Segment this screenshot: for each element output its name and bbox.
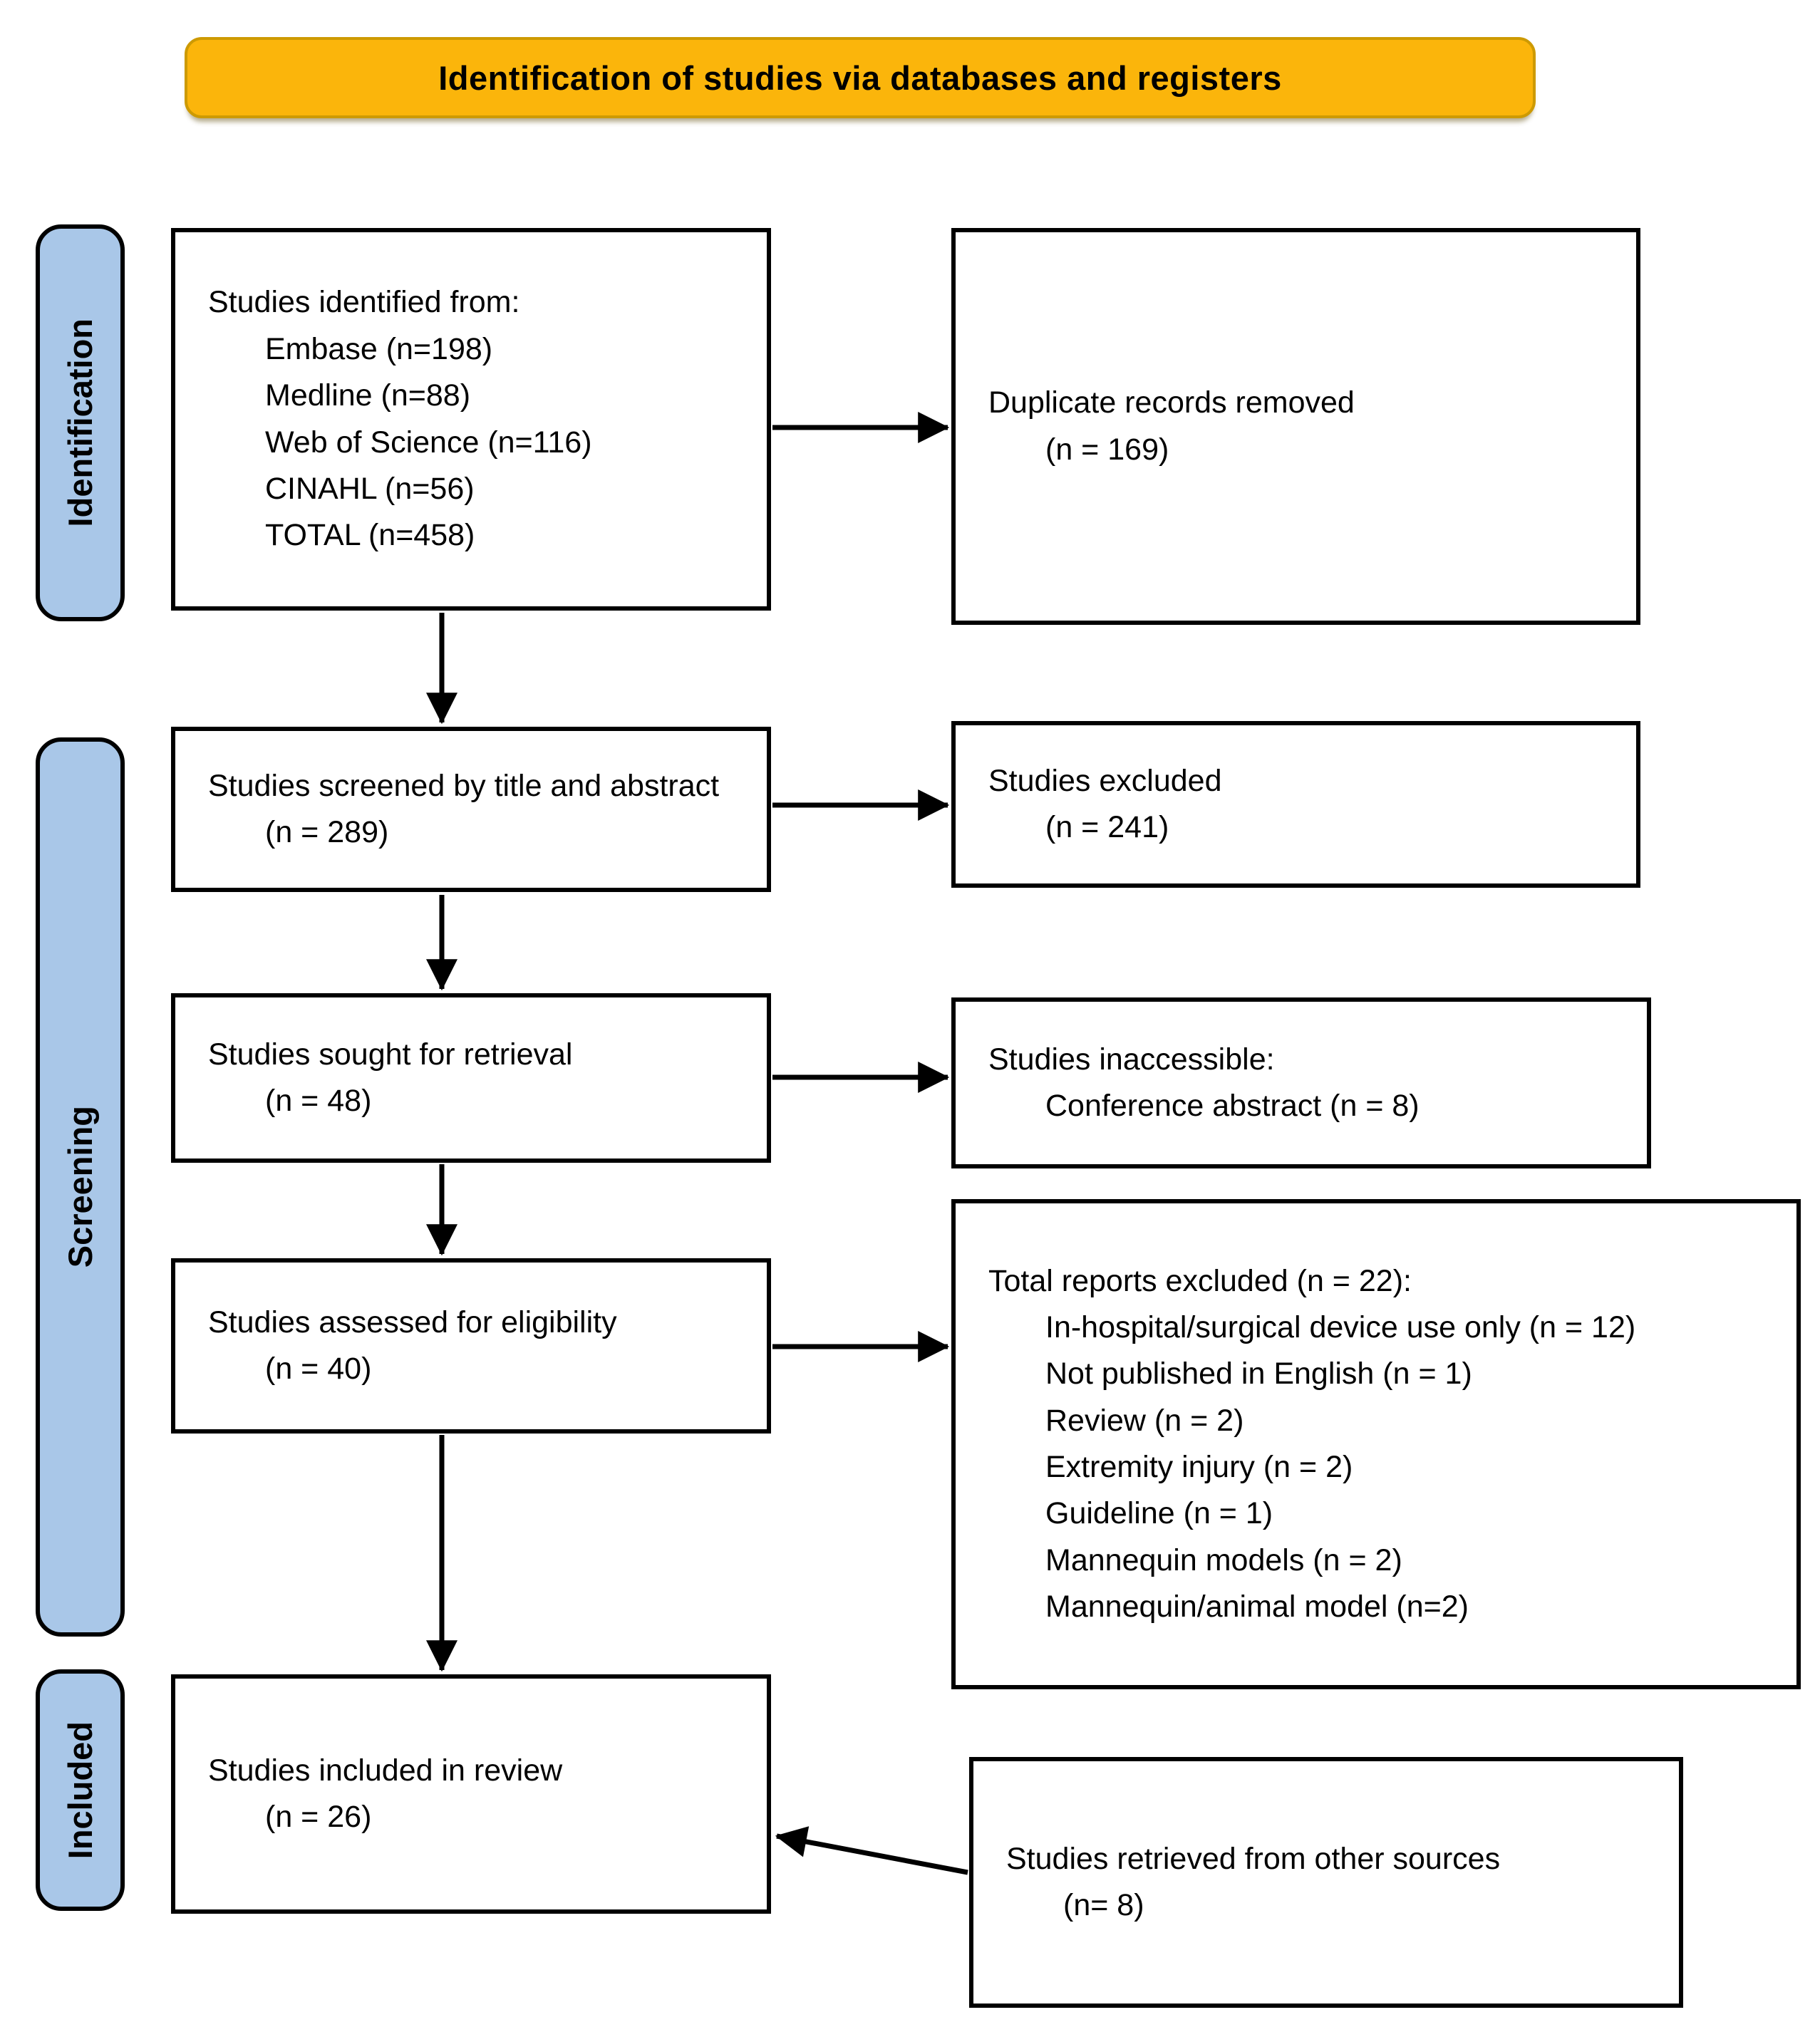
box-item: Review (n = 2) — [1045, 1403, 1244, 1438]
box-duplicates-removed: Duplicate records removed (n = 169) — [951, 228, 1640, 625]
box-studies-sought: Studies sought for retrieval (n = 48) — [171, 993, 771, 1163]
box-content: Studies excluded (n = 241) — [956, 758, 1636, 851]
box-content: Studies included in review (n = 26) — [175, 1748, 767, 1841]
box-studies-identified: Studies identified from: Embase (n=198) … — [171, 228, 771, 611]
box-content: Studies inaccessible: Conference abstrac… — [956, 1037, 1647, 1130]
box-title: Studies retrieved from other sources — [1006, 1841, 1501, 1876]
box-studies-excluded: Studies excluded (n = 241) — [951, 721, 1640, 888]
box-other-sources: Studies retrieved from other sources (n=… — [969, 1757, 1683, 2008]
box-title: Studies included in review — [208, 1753, 563, 1788]
box-content: Studies assessed for eligibility (n = 40… — [175, 1300, 767, 1393]
box-item: (n= 8) — [1063, 1888, 1144, 1922]
box-studies-screened: Studies screened by title and abstract (… — [171, 727, 771, 892]
box-item: In-hospital/surgical device use only (n … — [1045, 1310, 1636, 1344]
arrow-other-sources-to-included — [775, 1826, 968, 1875]
box-studies-included: Studies included in review (n = 26) — [171, 1674, 771, 1914]
box-reports-excluded: Total reports excluded (n = 22): In-hosp… — [951, 1199, 1801, 1689]
box-content: Studies sought for retrieval (n = 48) — [175, 1032, 767, 1125]
box-content: Studies identified from: Embase (n=198) … — [175, 279, 767, 559]
banner-title: Identification of studies via databases … — [438, 58, 1282, 97]
box-item: (n = 289) — [265, 815, 389, 849]
box-title: Total reports excluded (n = 22): — [988, 1263, 1412, 1298]
box-studies-assessed: Studies assessed for eligibility (n = 40… — [171, 1258, 771, 1434]
stage-label-text: Identification — [61, 318, 99, 527]
stage-label-screening: Screening — [36, 737, 125, 1637]
stage-label-text: Screening — [61, 1106, 99, 1268]
box-item: (n = 169) — [1045, 432, 1169, 467]
stage-label-identification: Identification — [36, 224, 125, 621]
box-item: Web of Science (n=116) — [265, 425, 592, 460]
stage-label-text: Included — [61, 1721, 99, 1860]
box-item: Mannequin models (n = 2) — [1045, 1543, 1402, 1577]
box-item: Guideline (n = 1) — [1045, 1496, 1273, 1531]
box-title: Studies inaccessible: — [988, 1042, 1275, 1077]
box-title: Studies sought for retrieval — [208, 1037, 573, 1072]
box-title: Duplicate records removed — [988, 385, 1355, 420]
box-item: Embase (n=198) — [265, 331, 493, 366]
box-title: Studies excluded — [988, 763, 1222, 798]
box-item: (n = 40) — [265, 1352, 372, 1386]
box-item: CINAHL (n=56) — [265, 471, 475, 506]
box-item: Conference abstract (n = 8) — [1045, 1089, 1420, 1123]
box-title: Studies assessed for eligibility — [208, 1305, 617, 1339]
box-title: Studies screened by title and abstract — [208, 768, 720, 803]
box-content: Total reports excluded (n = 22): In-hosp… — [956, 1258, 1796, 1631]
box-content: Studies retrieved from other sources (n=… — [973, 1836, 1679, 1929]
box-studies-inaccessible: Studies inaccessible: Conference abstrac… — [951, 997, 1651, 1168]
box-content: Duplicate records removed (n = 169) — [956, 380, 1636, 473]
box-item: (n = 48) — [265, 1084, 372, 1118]
box-content: Studies screened by title and abstract (… — [175, 763, 767, 856]
banner: Identification of studies via databases … — [185, 37, 1536, 118]
box-item: Extremity injury (n = 2) — [1045, 1450, 1353, 1484]
box-title: Studies identified from: — [208, 285, 520, 320]
stage-label-included: Included — [36, 1669, 125, 1911]
box-item: (n = 26) — [265, 1800, 372, 1834]
box-item: TOTAL (n=458) — [265, 518, 475, 553]
box-item: Medline (n=88) — [265, 378, 471, 413]
box-item: Mannequin/animal model (n=2) — [1045, 1590, 1469, 1624]
box-item: (n = 241) — [1045, 810, 1169, 844]
box-item: Not published in English (n = 1) — [1045, 1357, 1472, 1391]
